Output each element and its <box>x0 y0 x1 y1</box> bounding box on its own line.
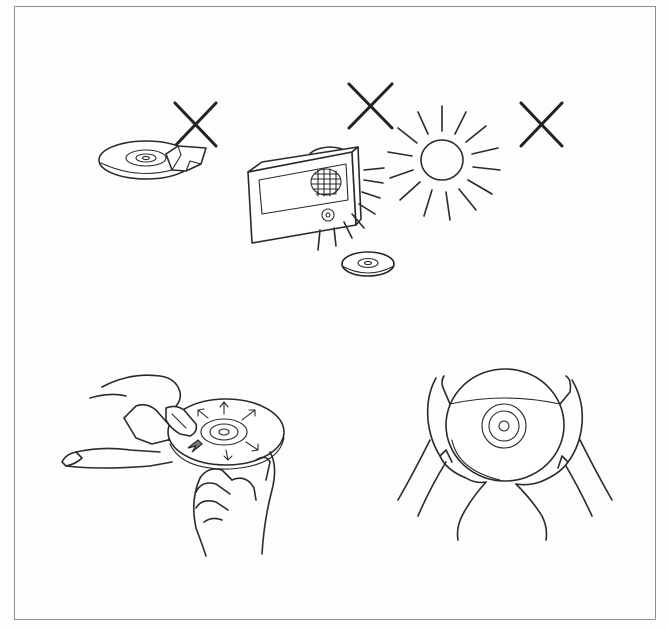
exposed-disc-icon <box>342 252 394 276</box>
holding-disc-icon <box>446 369 564 481</box>
adhesive-tape-icon <box>166 146 206 171</box>
sun-icon <box>388 106 500 220</box>
x-mark-tape-icon <box>175 103 216 146</box>
x-mark-heat-icon <box>349 84 392 128</box>
radio-heater-icon <box>248 147 384 250</box>
cleaning-hand-icon <box>62 375 182 468</box>
x-mark-sun-icon <box>521 103 562 146</box>
